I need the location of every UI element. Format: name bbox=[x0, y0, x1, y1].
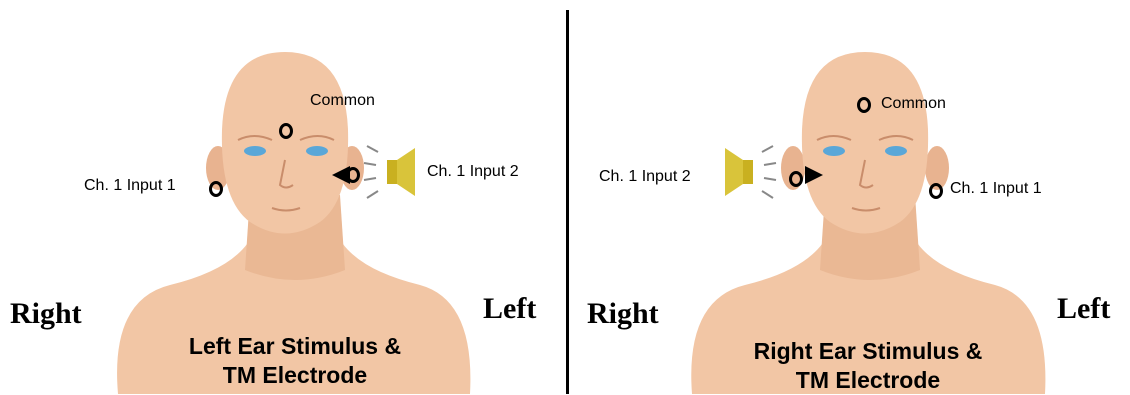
panel-left-ear: Common Ch. 1 Input 1 Ch. 1 Input 2 Right… bbox=[0, 0, 565, 394]
speaker-icon bbox=[725, 146, 776, 198]
label-input2: Ch. 1 Input 2 bbox=[599, 168, 691, 186]
electrode-common bbox=[279, 123, 293, 139]
label-common: Common bbox=[881, 95, 946, 113]
side-label-right: Right bbox=[587, 297, 659, 331]
electrode-input1 bbox=[929, 183, 943, 199]
electrode-input1 bbox=[209, 181, 223, 197]
label-input1: Ch. 1 Input 1 bbox=[950, 180, 1042, 198]
label-input2: Ch. 1 Input 2 bbox=[427, 163, 519, 181]
panel-right-ear: Common Ch. 1 Input 1 Ch. 1 Input 2 Right… bbox=[565, 0, 1130, 394]
caption: Right Ear Stimulus & TM Electrode bbox=[708, 337, 1028, 395]
side-label-right: Right bbox=[10, 297, 82, 331]
speaker-icon bbox=[364, 146, 415, 198]
label-common: Common bbox=[310, 92, 375, 110]
electrode-input2 bbox=[789, 171, 803, 187]
caption-line1: Right Ear Stimulus & bbox=[708, 337, 1028, 366]
caption-line2: TM Electrode bbox=[708, 366, 1028, 395]
electrode-common bbox=[857, 97, 871, 113]
side-label-left: Left bbox=[483, 292, 536, 326]
caption-line1: Left Ear Stimulus & bbox=[140, 332, 450, 361]
label-input1: Ch. 1 Input 1 bbox=[84, 177, 176, 195]
caption-line2: TM Electrode bbox=[140, 361, 450, 390]
caption: Left Ear Stimulus & TM Electrode bbox=[140, 332, 450, 390]
side-label-left: Left bbox=[1057, 292, 1110, 326]
electrode-input2 bbox=[346, 167, 360, 183]
head-illustration bbox=[565, 0, 1130, 394]
